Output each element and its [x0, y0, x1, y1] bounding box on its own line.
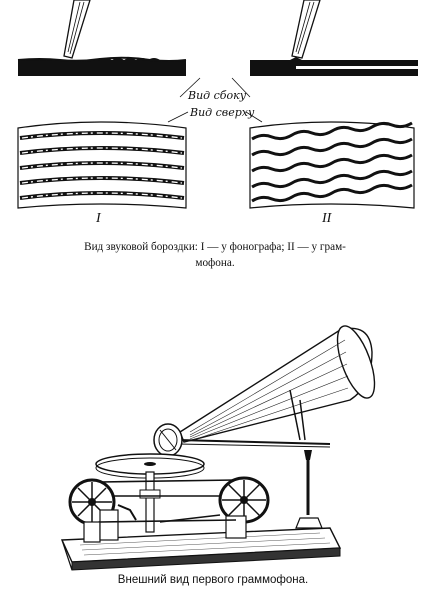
top-view-label: Вид сверху [190, 106, 255, 119]
right-flywheel [218, 476, 270, 539]
base-board [60, 527, 342, 571]
phonograph-top-view [17, 121, 187, 209]
groove-caption: Вид звуковой бороздки: I — у фонографа; … [30, 239, 400, 271]
figure-label-i: I [96, 211, 101, 226]
left-flywheel [68, 478, 119, 543]
gramophone-side-view [250, 0, 418, 76]
right-stand [295, 450, 323, 529]
figure-label-ii: II [322, 211, 332, 226]
horn [179, 325, 376, 443]
gramophone-caption: Внешний вид первого граммофона. [117, 574, 309, 586]
groove-caption-line1: Вид звуковой бороздки: I — у фонографа; … [84, 241, 346, 253]
gramophone-top-view [249, 121, 415, 209]
side-view-label: Вид сбоку [188, 89, 247, 102]
groove-illustration [17, 0, 418, 209]
turntable [95, 453, 205, 533]
phonograph-side-view [17, 0, 187, 76]
sound-box [153, 423, 183, 470]
groove-caption-line2: мофона. [195, 257, 235, 269]
